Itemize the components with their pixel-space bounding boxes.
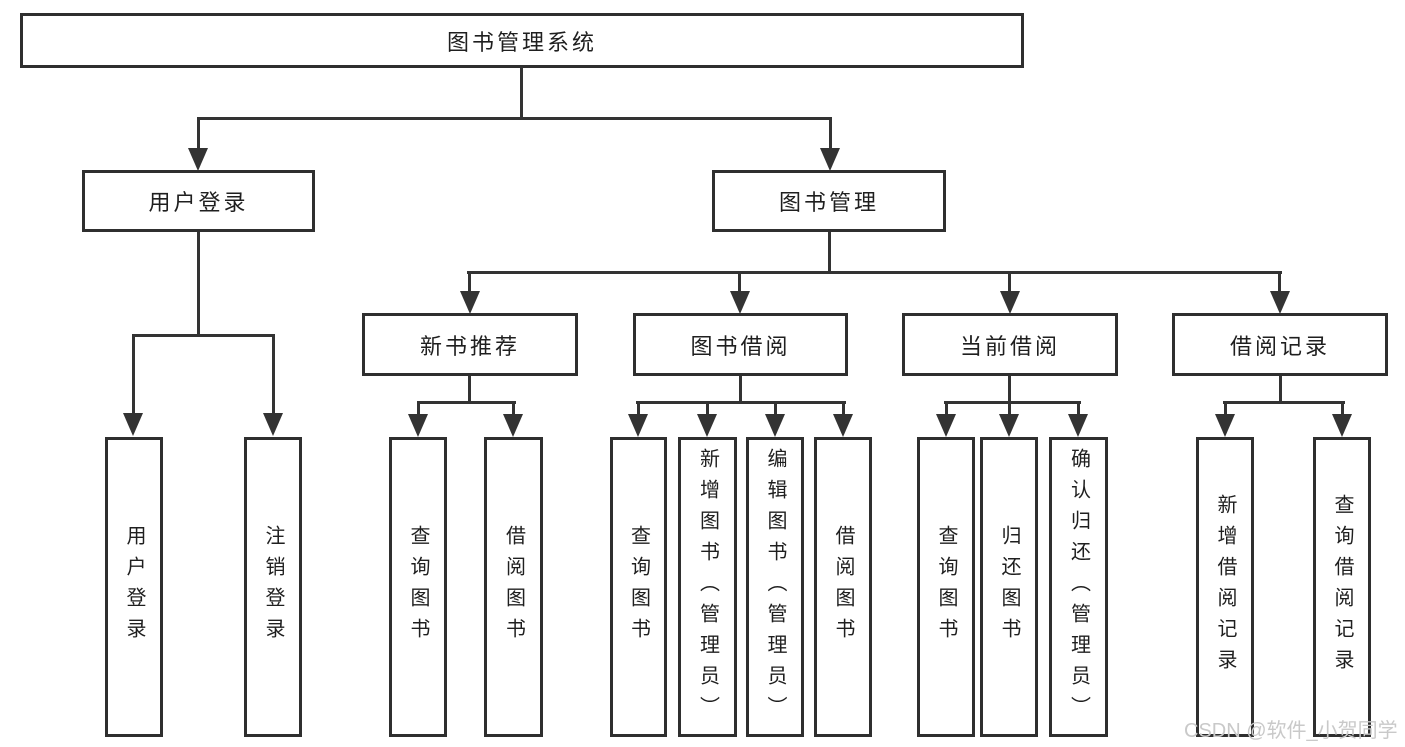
leaf-query-borrow-record: 查询借阅记录 (1313, 437, 1371, 737)
connector-user-login-rail (132, 334, 275, 337)
connector-level3-rail (467, 271, 1282, 274)
node-current-borrowing-label: 当前借阅 (959, 333, 1060, 359)
arrowhead-icon (503, 414, 523, 437)
connector-leaf-drop (637, 401, 640, 417)
connector-leaf-drop (1224, 401, 1227, 417)
connector-drop-login (132, 334, 135, 416)
node-user-login-label: 用户登录 (148, 190, 249, 215)
connector-leaf-drop (774, 401, 777, 417)
connector-leaf-drop (417, 401, 420, 417)
connector-stem-borrowing (739, 376, 742, 404)
connector-leaf-drop (1341, 401, 1344, 417)
leaf-user-login: 用户登录 (105, 437, 163, 737)
arrowhead-icon (1215, 414, 1235, 437)
connector-leaf-drop (842, 401, 845, 417)
connector-drop-borrowing (738, 271, 741, 295)
leaf-query-borrow-record-label: 查询借阅记录 (1331, 494, 1353, 680)
leaf-add-borrow-record-label: 新增借阅记录 (1214, 494, 1236, 680)
connector-leaf-drop (706, 401, 709, 417)
leaf-add-books-admin-label: 新增图书（管理员） (696, 447, 719, 727)
leaf-confirm-return-admin: 确认归还（管理员） (1049, 437, 1108, 737)
leaf-current-query-books: 查询图书 (917, 437, 975, 737)
leaf-newbook-query-books-label: 查询图书 (407, 525, 429, 649)
leaf-user-login-label: 用户登录 (123, 525, 145, 649)
connector-rail-current (944, 401, 1081, 404)
node-library-system-label: 图书管理系统 (446, 29, 597, 55)
node-new-book-recommend-label: 新书推荐 (419, 333, 520, 359)
arrowhead-icon (263, 413, 283, 436)
connector-drop-records (1278, 271, 1281, 295)
arrowhead-icon (1068, 414, 1088, 437)
leaf-logout-label: 注销登录 (262, 525, 284, 649)
arrowhead-icon (765, 414, 785, 437)
node-book-borrowing: 图书借阅 (633, 313, 848, 376)
node-book-borrowing-label: 图书借阅 (690, 333, 791, 359)
leaf-borrowing-query-books-label: 查询图书 (627, 525, 650, 649)
leaf-current-query-books-label: 查询图书 (935, 525, 957, 649)
node-library-system: 图书管理系统 (20, 13, 1024, 68)
arrowhead-icon (628, 414, 648, 437)
leaf-add-books-admin: 新增图书（管理员） (678, 437, 737, 737)
connector-drop-new-book (468, 271, 471, 295)
connector-drop-book-management (829, 117, 832, 151)
connector-level2-rail (197, 117, 832, 120)
node-borrowing-records-label: 借阅记录 (1229, 333, 1330, 359)
leaf-edit-books-admin: 编辑图书（管理员） (746, 437, 804, 737)
node-book-management: 图书管理 (712, 170, 946, 232)
connector-book-management-stem (828, 232, 831, 274)
leaf-return-books: 归还图书 (980, 437, 1038, 737)
arrowhead-icon (188, 148, 208, 171)
node-new-book-recommend: 新书推荐 (362, 313, 578, 376)
leaf-newbook-borrow-books: 借阅图书 (484, 437, 543, 737)
connector-root-stem (520, 67, 523, 118)
csdn-watermark: CSDN @软件_小贺同学 (1184, 720, 1398, 742)
arrowhead-icon (1332, 414, 1352, 437)
leaf-borrowing-query-books: 查询图书 (610, 437, 667, 737)
arrowhead-icon (936, 414, 956, 437)
connector-leaf-drop (1008, 401, 1011, 417)
arrowhead-icon (697, 414, 717, 437)
connector-stem-current (1008, 376, 1011, 404)
arrowhead-icon (820, 148, 840, 171)
leaf-return-books-label: 归还图书 (998, 525, 1020, 649)
connector-rail-records (1223, 401, 1345, 404)
arrowhead-icon (833, 414, 853, 437)
connector-drop-current (1008, 271, 1011, 295)
connector-leaf-drop (945, 401, 948, 417)
connector-rail-borrowing (636, 401, 846, 404)
connector-drop-logout (272, 334, 275, 416)
leaf-newbook-query-books: 查询图书 (389, 437, 447, 737)
connector-drop-user-login (197, 117, 200, 151)
arrowhead-icon (123, 413, 143, 436)
node-user-login: 用户登录 (82, 170, 315, 232)
connector-leaf-drop (1077, 401, 1080, 417)
arrowhead-icon (1000, 291, 1020, 314)
arrowhead-icon (999, 414, 1019, 437)
arrowhead-icon (408, 414, 428, 437)
leaf-newbook-borrow-books-label: 借阅图书 (502, 525, 525, 649)
leaf-borrow-books-label: 借阅图书 (832, 525, 854, 649)
node-current-borrowing: 当前借阅 (902, 313, 1118, 376)
node-book-management-label: 图书管理 (778, 190, 879, 215)
arrowhead-icon (1270, 291, 1290, 314)
arrowhead-icon (730, 291, 750, 314)
node-borrowing-records: 借阅记录 (1172, 313, 1388, 376)
connector-user-login-stem (197, 232, 200, 337)
connector-leaf-drop (512, 401, 515, 417)
leaf-logout: 注销登录 (244, 437, 302, 737)
connector-stem-records (1279, 376, 1282, 404)
arrowhead-icon (460, 291, 480, 314)
leaf-add-borrow-record: 新增借阅记录 (1196, 437, 1254, 737)
leaf-edit-books-admin-label: 编辑图书（管理员） (764, 447, 786, 727)
leaf-borrow-books: 借阅图书 (814, 437, 872, 737)
connector-stem-new-book (468, 376, 471, 404)
connector-rail-new-book (417, 401, 516, 404)
leaf-confirm-return-admin-label: 确认归还（管理员） (1067, 447, 1090, 727)
